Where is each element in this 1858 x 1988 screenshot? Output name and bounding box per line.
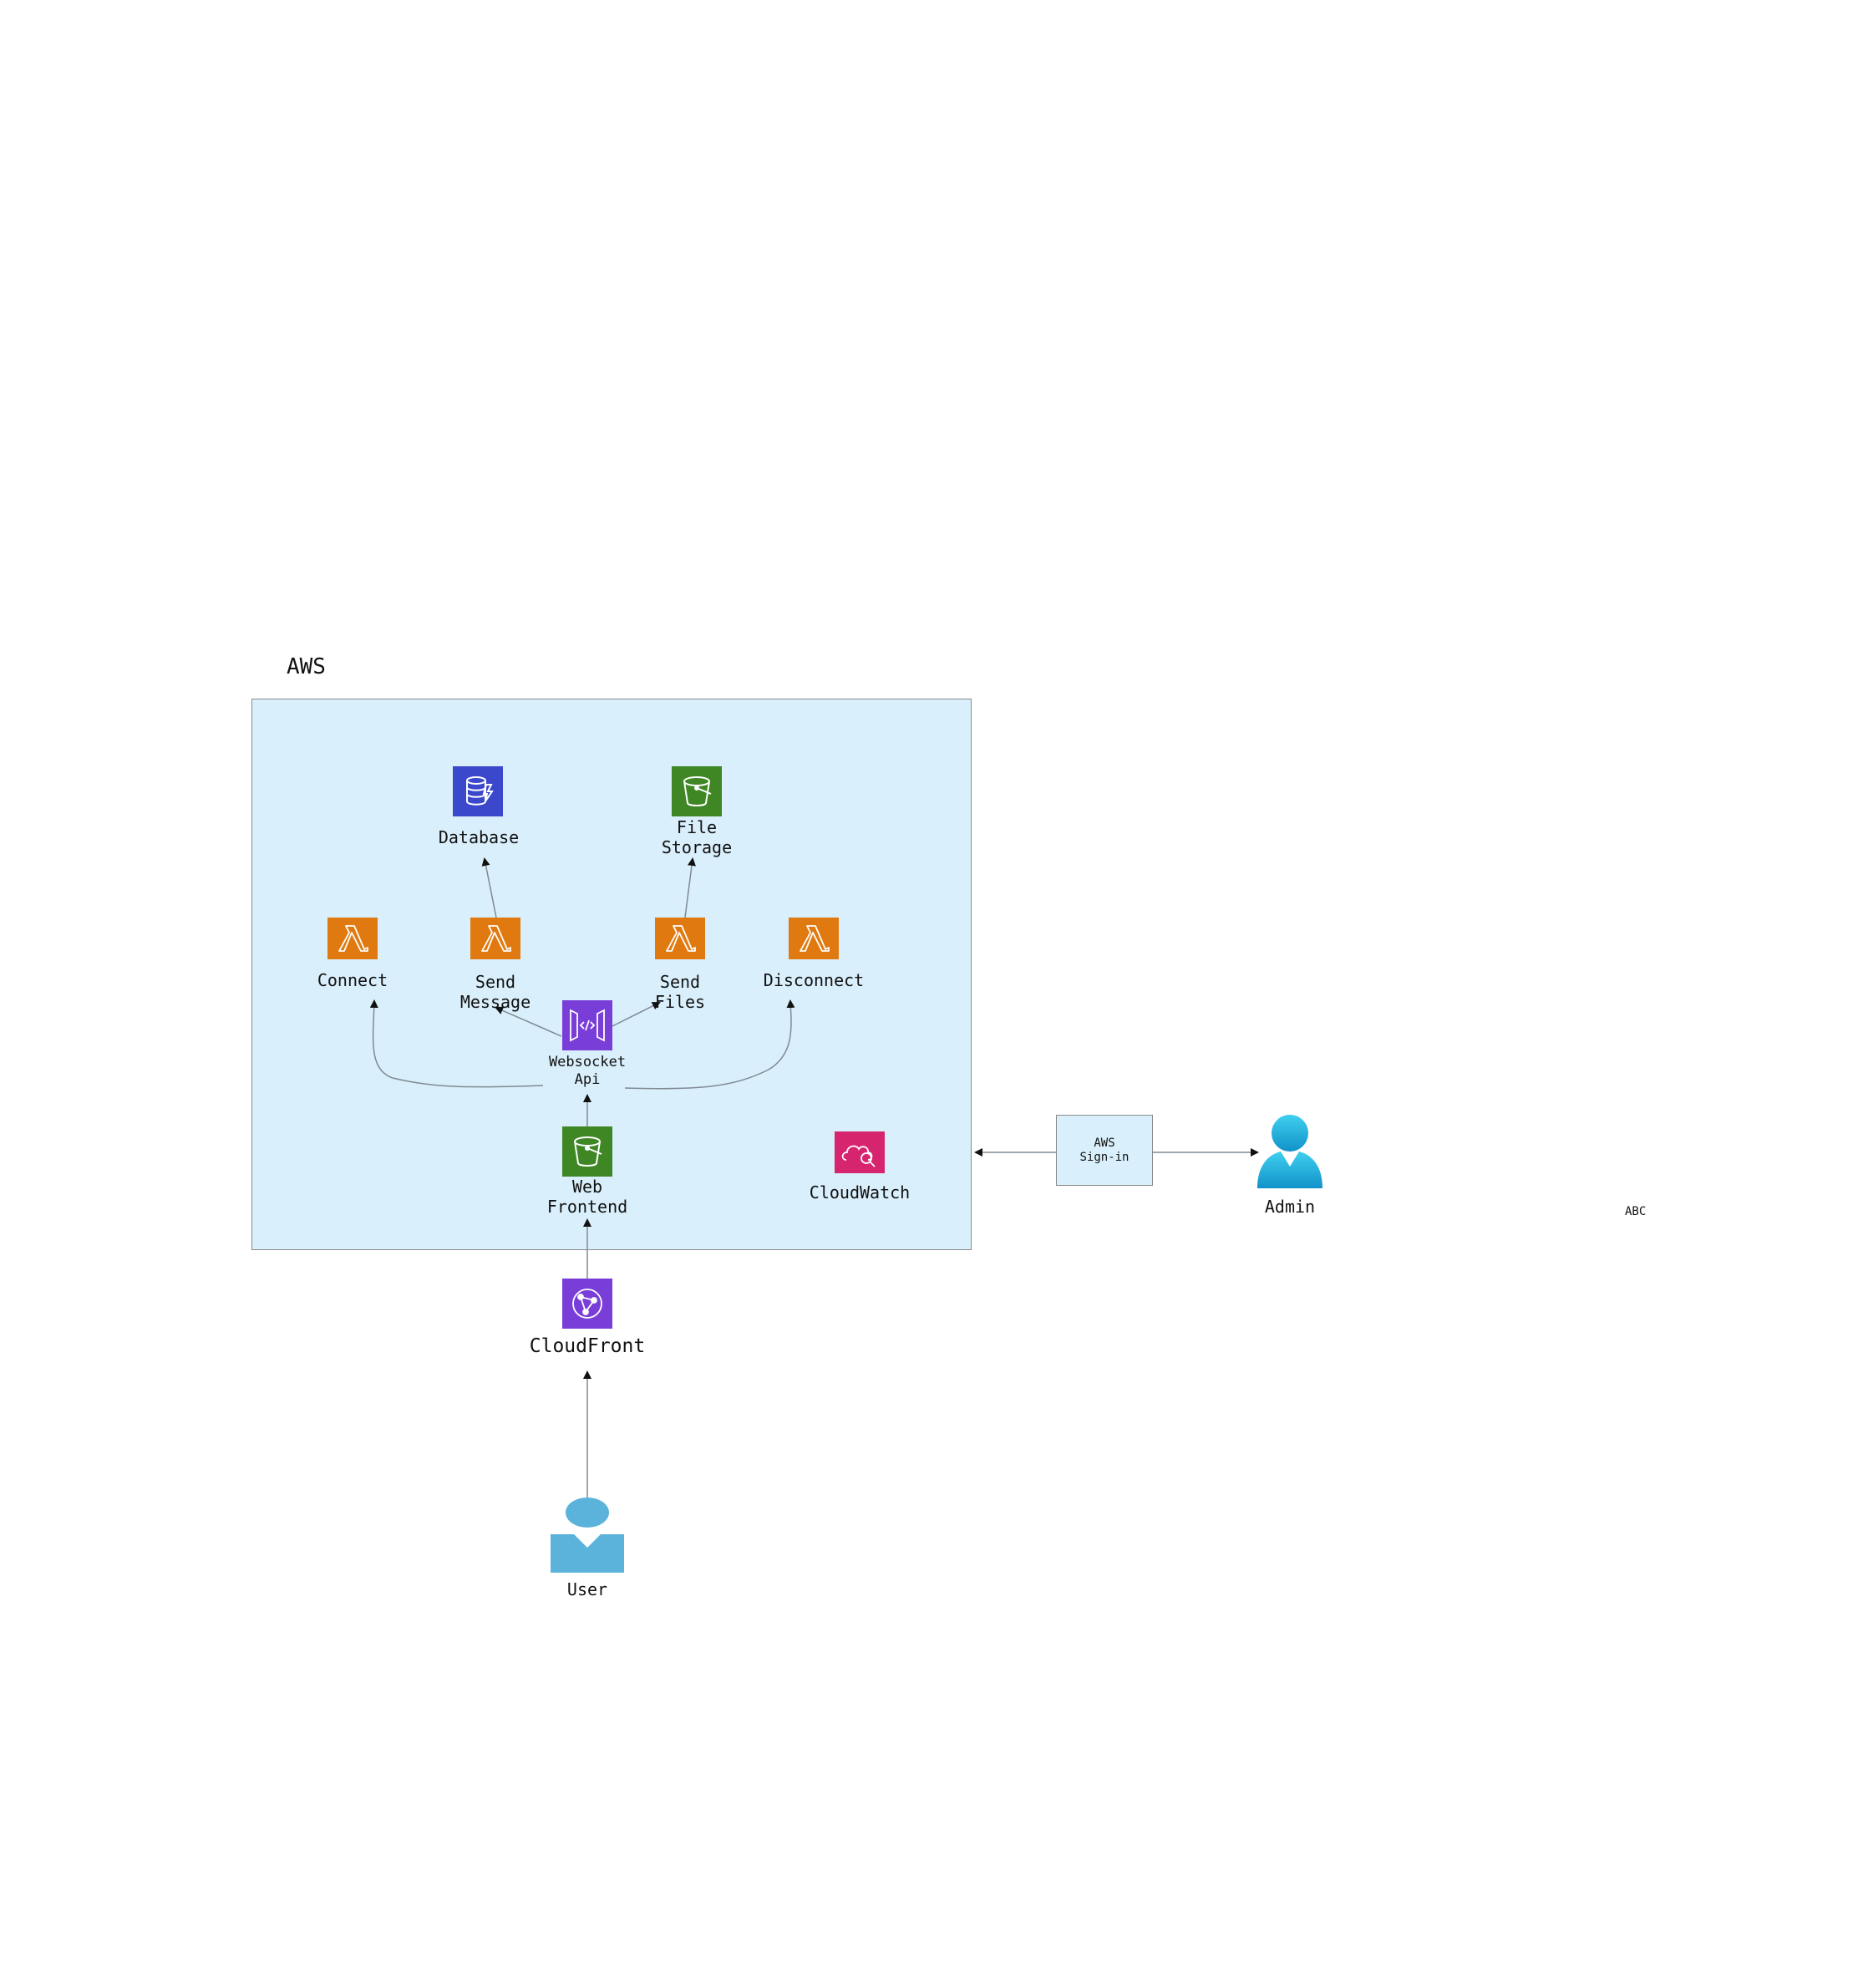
user-label: User [566,1579,608,1599]
web-frontend-label: Web Frontend [546,1177,628,1217]
database-label: Database [438,827,520,847]
send-message-label: Send Message [459,972,531,1012]
edge-sendmessage-database [481,857,497,918]
cloudwatch-icon [835,1131,885,1173]
stray-text: ABC [1625,1205,1647,1218]
lambda-icon [470,918,520,959]
user-icon [551,1497,624,1573]
aws-signin-box[interactable]: AWS Sign-in [1056,1115,1153,1186]
s3-bucket-icon [562,1126,612,1177]
cloudwatch-label: CloudWatch [809,1182,911,1202]
cloudfront-label: CloudFront [529,1335,646,1357]
edge-websocket-sendfiles [612,1002,661,1027]
edge-websocket-connect [369,999,544,1088]
lambda-icon [327,918,378,959]
file-storage-label: File Storage [661,817,733,857]
dynamodb-icon [453,766,503,816]
s3-bucket-icon [672,766,722,816]
aws-group-title: AWS [287,654,326,679]
admin-label: Admin [1264,1197,1316,1217]
api-gateway-icon [562,1000,612,1050]
edge-sendfiles-filestorage [684,857,696,918]
edge-websocket-disconnect [624,999,795,1090]
admin-icon [1257,1115,1322,1188]
edge-websocket-sendmessage [495,1006,562,1037]
cloudfront-icon [562,1279,612,1329]
websocket-api-label: Websocket Api [548,1054,627,1088]
connect-label: Connect [317,970,388,990]
send-files-label: Send Files [654,972,706,1012]
lambda-icon [655,918,705,959]
lambda-icon [789,918,839,959]
disconnect-label: Disconnect [763,970,865,990]
